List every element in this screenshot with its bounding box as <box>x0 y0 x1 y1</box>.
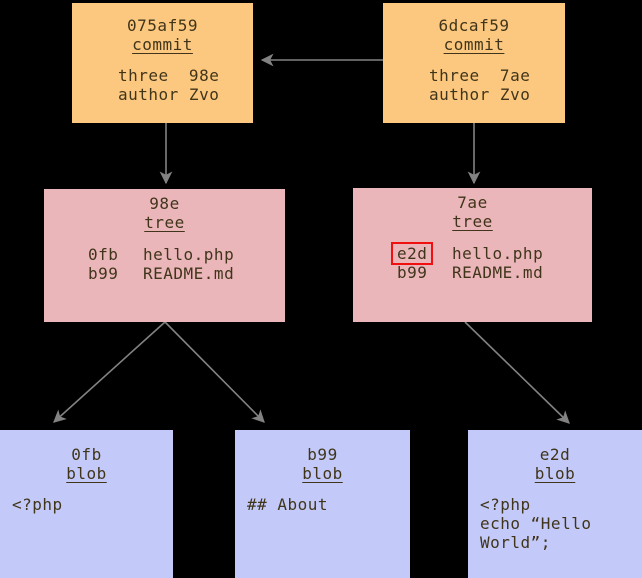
object-type-link-tree[interactable]: tree <box>144 213 185 232</box>
commit-body: three 7ae author Zvo <box>429 66 531 104</box>
blob-node-0fb: 0fb blob <?php <box>0 430 173 578</box>
blob-content: ## About <box>247 495 329 514</box>
object-type-link-tree[interactable]: tree <box>452 212 493 231</box>
commit-body: three 98e author Zvo <box>118 66 220 104</box>
entry-hash: b99 <box>397 263 428 282</box>
tree-entry: 0fb hello.php <box>88 245 285 264</box>
entry-hash: b99 <box>88 264 119 283</box>
object-type-link-blob[interactable]: blob <box>66 464 107 483</box>
arrow-tree-98e-to-blob-0fb <box>53 321 166 423</box>
object-type-link-commit[interactable]: commit <box>443 35 505 54</box>
object-hash: e2d <box>539 445 571 464</box>
entry-name: hello.php <box>452 244 544 263</box>
tree-node-98e: 98e tree 0fb hello.php b99 README.md <box>44 189 285 322</box>
object-hash: 7ae <box>457 193 488 212</box>
entry-hash: 0fb <box>88 245 119 264</box>
blob-node-e2d: e2d blob <?php echo “Hello World”; <box>468 430 642 578</box>
entry-name: hello.php <box>143 245 235 264</box>
commit-node-6dcaf59: 6dcaf59 commit three 7ae author Zvo <box>383 3 565 123</box>
arrow-tree-98e-to-blob-b99 <box>164 321 265 423</box>
object-hash: 6dcaf59 <box>438 16 510 35</box>
blob-node-b99: b99 blob ## About <box>235 430 410 578</box>
tree-entry: b99 README.md <box>88 264 285 283</box>
arrow-tree-7ae-to-blob-e2d <box>464 321 570 424</box>
commit-node-075af59: 075af59 commit three 98e author Zvo <box>72 3 253 123</box>
object-type-link-commit[interactable]: commit <box>132 35 193 54</box>
object-hash: 98e <box>149 194 180 213</box>
object-hash: b99 <box>307 445 338 464</box>
object-type-link-blob[interactable]: blob <box>534 464 576 483</box>
blob-content: <?php <box>12 495 63 514</box>
entry-name: README.md <box>143 264 235 283</box>
blob-content: <?php echo “Hello World”; <box>480 495 592 552</box>
entry-name: README.md <box>452 263 544 282</box>
object-hash: 075af59 <box>127 16 198 35</box>
entry-hash-highlighted: e2d <box>393 244 431 263</box>
object-type-link-blob[interactable]: blob <box>302 464 343 483</box>
object-hash: 0fb <box>71 445 102 464</box>
tree-entry: b99 README.md <box>397 263 592 282</box>
